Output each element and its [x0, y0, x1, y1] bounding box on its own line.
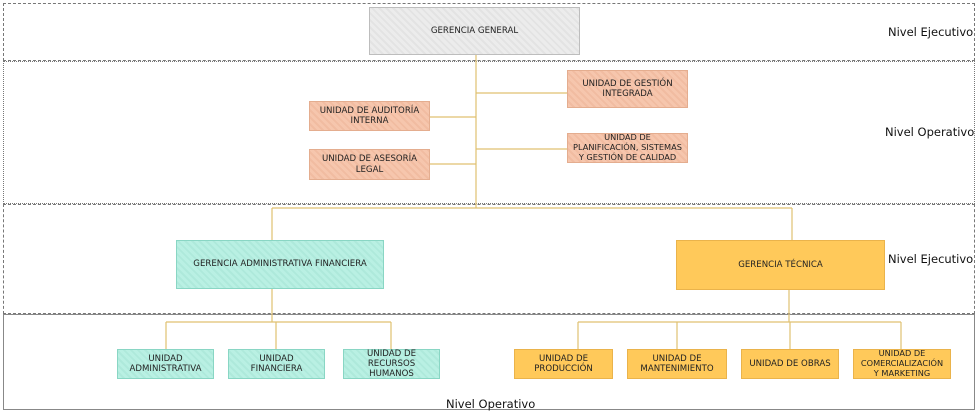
- node-label: UNIDAD ADMINISTRATIVA: [129, 353, 202, 374]
- band-nivel-operativo-top: [3, 61, 975, 204]
- node-unidad-produccion: UNIDAD DE PRODUCCIÓN: [514, 349, 613, 379]
- band-nivel-ejecutivo-top: [3, 3, 975, 61]
- band-nivel-ejecutivo-middle: [3, 204, 975, 314]
- node-label: GERENCIA ADMINISTRATIVA FINANCIERA: [193, 259, 367, 270]
- node-unidad-comercializacion-marketing: UNIDAD DE COMERCIALIZACIÓN Y MARKETING: [853, 348, 951, 379]
- node-gerencia-administrativa-financiera: GERENCIA ADMINISTRATIVA FINANCIERA: [176, 240, 384, 289]
- node-unidad-mantenimiento: UNIDAD DE MANTENIMIENTO: [627, 349, 727, 379]
- node-unidad-asesoria-legal: UNIDAD DE ASESORÍA LEGAL: [309, 149, 430, 180]
- level-label-ejecutivo-middle: Nivel Ejecutivo: [888, 252, 974, 266]
- node-unidad-auditoria-interna: UNIDAD DE AUDITORÍA INTERNA: [309, 101, 430, 131]
- node-label: UNIDAD DE GESTIÓN INTEGRADA: [582, 78, 673, 99]
- node-label: GERENCIA TÉCNICA: [738, 259, 823, 270]
- node-label: UNIDAD DE PRODUCCIÓN: [534, 353, 593, 374]
- level-label-operativo-top: Nivel Operativo: [885, 125, 975, 139]
- node-label: GERENCIA GENERAL: [430, 25, 519, 36]
- node-label: UNIDAD DE COMERCIALIZACIÓN Y MARKETING: [860, 348, 944, 378]
- node-label: UNIDAD DE ASESORÍA LEGAL: [321, 154, 418, 175]
- node-unidad-administrativa: UNIDAD ADMINISTRATIVA: [117, 349, 214, 379]
- node-label: UNIDAD DE MANTENIMIENTO: [640, 353, 714, 374]
- node-label: UNIDAD DE OBRAS: [749, 358, 831, 369]
- node-unidad-gestion-integrada: UNIDAD DE GESTIÓN INTEGRADA: [567, 70, 688, 108]
- node-unidad-recursos-humanos: UNIDAD DE RECURSOS HUMANOS: [343, 349, 440, 379]
- node-gerencia-general: GERENCIA GENERAL: [369, 7, 580, 55]
- node-label: UNIDAD DE AUDITORÍA INTERNA: [319, 105, 420, 126]
- level-label-operativo-bottom: Nivel Operativo: [446, 397, 536, 411]
- node-label: UNIDAD DE PLANIFICACIÓN, SISTEMAS Y GEST…: [573, 132, 682, 162]
- level-label-ejecutivo-top: Nivel Ejecutivo: [888, 25, 974, 39]
- band-nivel-operativo-bottom: [3, 314, 975, 410]
- node-label: UNIDAD FINANCIERA: [250, 353, 303, 374]
- node-gerencia-tecnica: GERENCIA TÉCNICA: [676, 240, 885, 290]
- node-unidad-obras: UNIDAD DE OBRAS: [741, 349, 839, 379]
- node-label: UNIDAD DE RECURSOS HUMANOS: [367, 348, 416, 380]
- node-unidad-planificacion: UNIDAD DE PLANIFICACIÓN, SISTEMAS Y GEST…: [567, 132, 688, 163]
- node-unidad-financiera: UNIDAD FINANCIERA: [228, 349, 325, 379]
